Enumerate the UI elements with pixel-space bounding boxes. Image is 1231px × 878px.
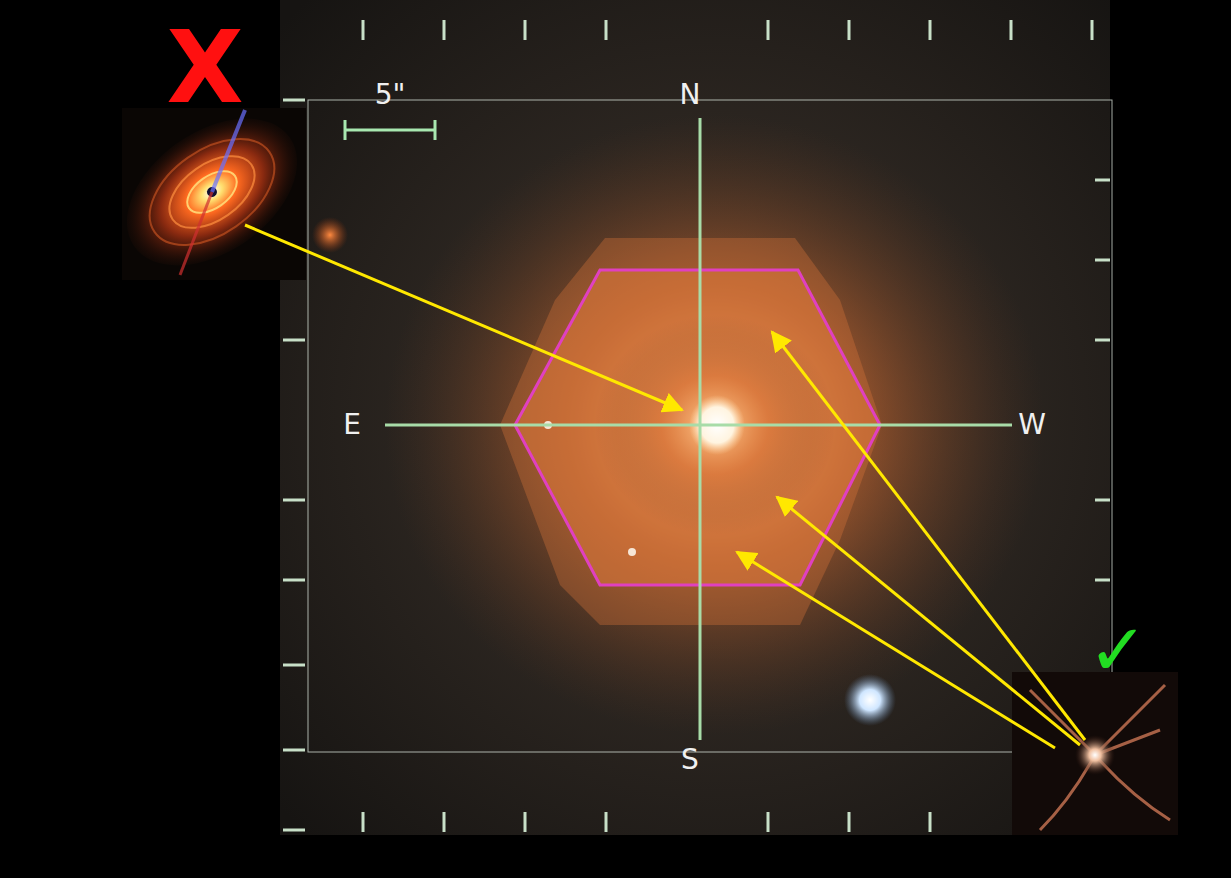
compass-south: S [681, 746, 699, 774]
reject-mark: X [166, 18, 243, 118]
accept-mark: ✓ [1088, 614, 1148, 686]
compass-north: N [680, 81, 701, 109]
scale-label: 5" [375, 81, 406, 109]
compass-east: E [343, 411, 361, 439]
compass-west: W [1018, 411, 1046, 439]
